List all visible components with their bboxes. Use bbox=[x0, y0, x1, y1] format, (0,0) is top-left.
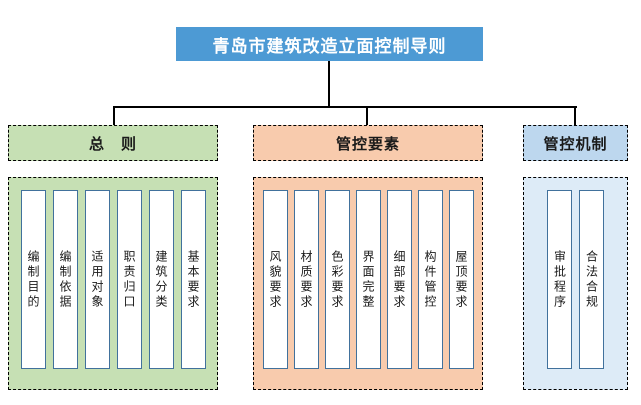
item-box: 屋顶要求 bbox=[448, 190, 474, 369]
connector-horizontal bbox=[113, 106, 577, 108]
item-box: 编制目的 bbox=[20, 190, 46, 369]
connector-drop-elements bbox=[366, 106, 368, 126]
item-box: 建筑分类 bbox=[148, 190, 174, 369]
section-body-control-mechanism: 审批程序合法合规 bbox=[523, 177, 628, 390]
section-body-control-elements: 风貌要求材质要求色彩要求界面完整细部要求构件管控屋顶要求 bbox=[253, 177, 483, 390]
item-box: 审批程序 bbox=[547, 190, 572, 369]
section-header-control-mechanism: 管控机制 bbox=[523, 125, 628, 161]
item-box: 适用对象 bbox=[84, 190, 110, 369]
item-box: 细部要求 bbox=[386, 190, 412, 369]
connector-drop-mechanism bbox=[574, 106, 576, 126]
section-header-control-elements: 管控要素 bbox=[253, 125, 483, 161]
section-general-principles: 总 则 编制目的编制依据适用对象职责归口建筑分类基本要求 bbox=[8, 125, 218, 390]
section-control-mechanism: 管控机制 审批程序合法合规 bbox=[523, 125, 628, 390]
item-box: 构件管控 bbox=[417, 190, 443, 369]
item-box: 职责归口 bbox=[116, 190, 142, 369]
connector-drop-general bbox=[113, 106, 115, 126]
item-box: 风貌要求 bbox=[262, 190, 288, 369]
section-header-general-principles: 总 则 bbox=[8, 125, 218, 161]
item-box: 编制依据 bbox=[52, 190, 78, 369]
section-body-general-principles: 编制目的编制依据适用对象职责归口建筑分类基本要求 bbox=[8, 177, 218, 390]
item-box: 合法合规 bbox=[579, 190, 604, 369]
chart-title: 青岛市建筑改造立面控制导则 bbox=[176, 27, 483, 61]
section-control-elements: 管控要素 风貌要求材质要求色彩要求界面完整细部要求构件管控屋顶要求 bbox=[253, 125, 483, 390]
item-box: 色彩要求 bbox=[324, 190, 350, 369]
connector-title-vertical bbox=[328, 61, 330, 107]
item-box: 材质要求 bbox=[293, 190, 319, 369]
item-box: 界面完整 bbox=[355, 190, 381, 369]
item-box: 基本要求 bbox=[180, 190, 206, 369]
